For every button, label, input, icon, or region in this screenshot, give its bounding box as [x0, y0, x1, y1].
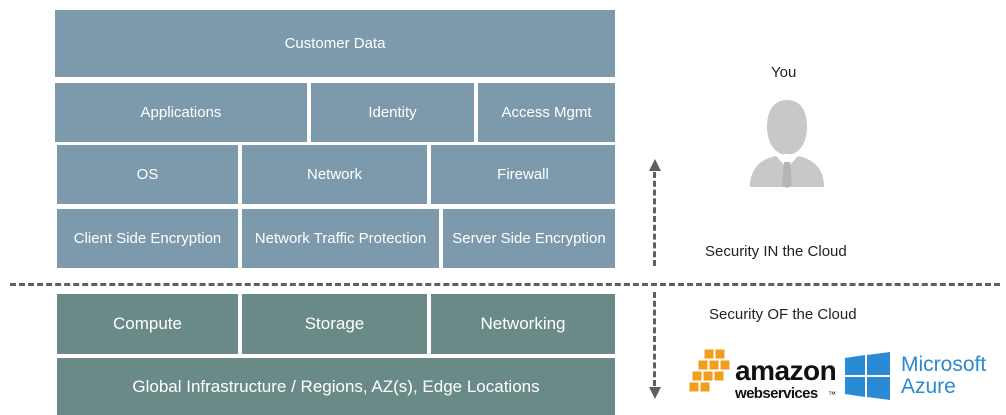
global-infrastructure-label: Global Infrastructure / Regions, AZ(s), … — [132, 376, 540, 396]
global-infrastructure-block: Global Infrastructure / Regions, AZ(s), … — [57, 358, 615, 415]
applications-block: Applications — [55, 83, 307, 142]
networking-block: Networking — [431, 294, 615, 354]
up-arrow-icon — [649, 159, 661, 171]
network-traffic-protection-block: Network Traffic Protection — [242, 209, 439, 268]
network-block: Network — [242, 145, 427, 204]
aws-logo-amazon-text: amazon — [735, 355, 837, 386]
network-label: Network — [306, 166, 362, 183]
microsoft-text: Microsoft — [901, 353, 987, 376]
access-mgmt-label: Access Mgmt — [501, 104, 592, 121]
networking-label: Networking — [480, 314, 566, 333]
up-dashed-line — [653, 172, 656, 266]
compute-label: Compute — [113, 314, 182, 333]
os-label: OS — [136, 166, 159, 183]
security-in-label: Security IN the Cloud — [705, 243, 847, 260]
aws-cubes-icon — [688, 348, 731, 393]
server-side-encryption-block: Server Side Encryption — [443, 209, 615, 268]
customer-data-label: Customer Data — [284, 35, 386, 52]
client-side-encryption-label: Client Side Encryption — [73, 230, 222, 247]
firewall-label: Firewall — [497, 166, 549, 183]
customer-data-block: Customer Data — [55, 10, 615, 77]
client-side-encryption-block: Client Side Encryption — [57, 209, 238, 268]
you-label: You — [771, 64, 797, 81]
server-side-encryption-label: Server Side Encryption — [452, 230, 606, 247]
identity-block: Identity — [311, 83, 474, 142]
person-icon — [750, 100, 824, 188]
identity-label: Identity — [368, 104, 417, 121]
firewall-block: Firewall — [431, 145, 615, 204]
storage-label: Storage — [304, 314, 365, 333]
down-arrow-icon — [649, 387, 661, 399]
responsibility-divider — [10, 283, 1000, 286]
aws-logo-webservices-text: webservices — [735, 385, 818, 402]
windows-logo-icon — [845, 352, 890, 400]
os-block: OS — [57, 145, 238, 204]
security-of-label: Security OF the Cloud — [709, 306, 857, 323]
access-mgmt-block: Access Mgmt — [478, 83, 615, 142]
network-traffic-protection-label: Network Traffic Protection — [254, 230, 427, 247]
azure-text: Azure — [901, 375, 956, 398]
compute-block: Compute — [57, 294, 238, 354]
applications-label: Applications — [140, 104, 222, 121]
down-dashed-line — [653, 292, 656, 386]
storage-block: Storage — [242, 294, 427, 354]
aws-logo-tm: ™ — [828, 390, 836, 399]
